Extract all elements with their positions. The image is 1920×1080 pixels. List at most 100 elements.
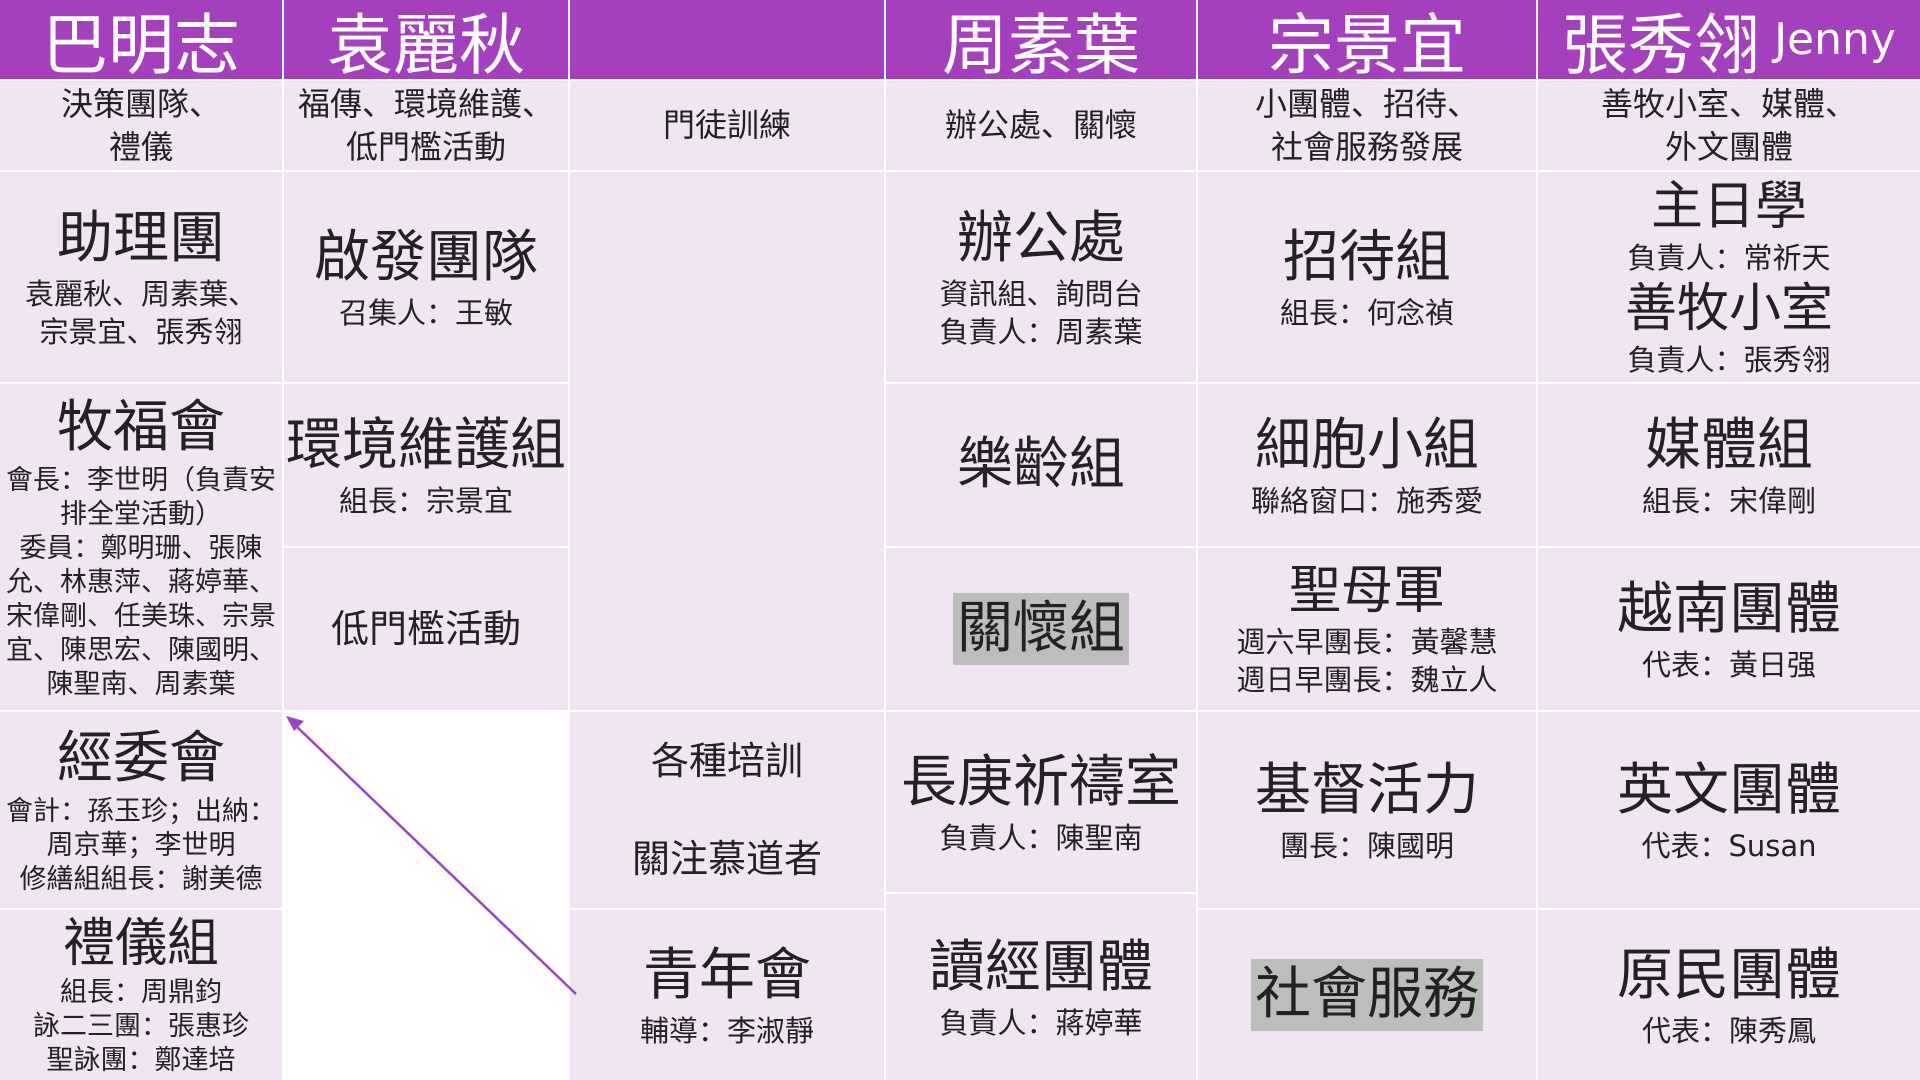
- responsibility-c1: 決策團隊、 禮儀: [0, 81, 282, 170]
- group-low-threshold: 低門檻活動: [284, 548, 568, 710]
- group-office: 辦公處 資訊組、詢問台 負責人：周素葉: [886, 172, 1196, 382]
- group-title: 環境維護組: [286, 413, 566, 478]
- responsibility-line: 辦公處、關懷: [944, 106, 1137, 144]
- group-detail: 組長：周鼎鈞: [60, 977, 222, 1008]
- responsibility-line: 決策團隊、: [60, 84, 221, 123]
- header-label: 張秀翎: [1562, 6, 1761, 80]
- group-title: 社會服務: [1251, 959, 1483, 1031]
- group-sunday-school-and-good-shepherd: 主日學 負責人：常祈天 善牧小室 負責人：張秀翎: [1538, 172, 1920, 382]
- group-prayer-room: 長庚祈禱室 負責人：陳聖南: [886, 712, 1196, 892]
- group-indigenous: 原民團體 代表：陳秀鳳: [1538, 910, 1920, 1080]
- group-assistant-team: 助理團 袁麗秋、周素葉、 宗景宜、張秀翎: [0, 172, 282, 382]
- group-detail: 代表：陳秀鳳: [1641, 1014, 1816, 1048]
- group-detail: 負責人：陳聖南: [939, 821, 1143, 855]
- group-detail: 詠二三團：張惠珍: [33, 1011, 249, 1042]
- responsibility-line: 福傳、環境維護、: [297, 84, 554, 123]
- group-title: 低門檻活動: [330, 607, 521, 651]
- group-title: 基督活力: [1255, 758, 1479, 823]
- responsibility-line: 社會服務發展: [1270, 127, 1463, 166]
- responsibility-c3: 門徒訓練: [570, 81, 884, 170]
- group-detail: 資訊組、詢問台: [939, 277, 1143, 311]
- group-detail: 團長：陳國明: [1279, 829, 1454, 863]
- arrow-line: [295, 725, 577, 995]
- group-detail: 宗景宜、張秀翎: [39, 315, 243, 349]
- group-detail: 組長：何念禎: [1279, 296, 1454, 330]
- group-title: 長庚祈禱室: [901, 750, 1181, 815]
- group-detail: 聯絡窗口：施秀愛: [1250, 484, 1483, 518]
- group-inspire-team: 啟發團隊 召集人：王敏: [284, 172, 568, 382]
- group-detail: 修繕組組長：謝美德: [19, 864, 263, 895]
- header-zong-jingyi: 宗景宜: [1198, 0, 1536, 79]
- group-detail: 關注慕道者: [631, 837, 822, 881]
- group-liturgy: 禮儀組 組長：周鼎鈞 詠二三團：張惠珍 聖詠團：鄭達培: [0, 910, 282, 1080]
- arrow-head: [286, 716, 304, 731]
- group-care: 關懷組: [886, 548, 1196, 710]
- group-title: 辦公處: [957, 206, 1125, 271]
- header-ba-mingzhi: 巴明志: [0, 0, 282, 79]
- group-title: 善牧小室: [1624, 279, 1833, 339]
- group-christian-life: 基督活力 團長：陳國明: [1198, 712, 1536, 908]
- group-legion-of-mary: 聖母軍 週六早團長：黃馨慧 週日早團長：魏立人: [1198, 548, 1536, 710]
- responsibility-line: 禮儀: [108, 127, 173, 166]
- responsibility-line: 善牧小室、媒體、: [1600, 84, 1857, 123]
- group-detail: 週六早團長：黃馨慧: [1236, 625, 1498, 659]
- group-title: 主日學: [1650, 177, 1807, 237]
- group-vietnamese: 越南團體 代表：黃日强: [1538, 548, 1920, 710]
- header-label: 周素葉: [942, 6, 1140, 80]
- group-detail: 會長：李世明（負責安排全堂活動）: [6, 465, 276, 530]
- group-detail: 代表：Susan: [1641, 829, 1817, 863]
- group-elderly: 樂齡組: [886, 384, 1196, 546]
- group-title: 經委會: [57, 726, 225, 791]
- group-reception: 招待組 組長：何念禎: [1198, 172, 1536, 382]
- group-detail: 各種培訓: [650, 739, 803, 783]
- group-english: 英文團體 代表：Susan: [1538, 712, 1920, 908]
- group-title: 啟發團隊: [314, 225, 538, 290]
- group-finance-committee: 經委會 會計：孫玉珍；出納： 周京華；李世明 修繕組組長：謝美德: [0, 712, 282, 908]
- group-title: 越南團體: [1617, 577, 1841, 642]
- group-detail: 代表：黃日强: [1641, 648, 1816, 682]
- responsibility-c6: 善牧小室、媒體、 外文團體: [1538, 81, 1920, 170]
- empty-cell: [570, 172, 884, 710]
- group-detail: 袁麗秋、周素葉、: [24, 277, 257, 311]
- group-title: 助理團: [57, 206, 225, 271]
- group-title: 讀經團體: [929, 935, 1153, 1000]
- group-detail: 負責人：常祈天: [1627, 241, 1831, 275]
- responsibility-line: 門徒訓練: [662, 106, 791, 144]
- header-yuan-liqiu: 袁麗秋: [284, 0, 568, 79]
- group-bible-study: 讀經團體 負責人：蔣婷華: [886, 894, 1196, 1080]
- group-title: 聖母軍: [1288, 561, 1445, 621]
- group-title: 媒體組: [1645, 413, 1813, 478]
- group-detail: 週日早團長：魏立人: [1236, 663, 1498, 697]
- group-detail: 召集人：王敏: [338, 296, 513, 330]
- responsibility-c4: 辦公處、關懷: [886, 81, 1196, 170]
- group-pastoral-council: 牧福會 會長：李世明（負責安排全堂活動） 委員：鄭明珊、張陳允、林惠萍、蔣婷華、…: [0, 384, 282, 710]
- group-title: 招待組: [1283, 225, 1451, 290]
- group-environment: 環境維護組 組長：宗景宜: [284, 384, 568, 546]
- responsibility-line: 外文團體: [1664, 127, 1793, 166]
- group-cell-group: 細胞小組 聯絡窗口：施秀愛: [1198, 384, 1536, 546]
- header-label: 袁麗秋: [327, 6, 525, 80]
- group-title: 細胞小組: [1255, 413, 1479, 478]
- responsibility-line: 小團體、招待、: [1254, 84, 1479, 123]
- group-training: 各種培訓 關注慕道者: [570, 712, 884, 908]
- responsibility-line: 低門檻活動: [345, 127, 506, 166]
- group-title: 英文團體: [1617, 758, 1841, 823]
- group-detail: 組長：宋偉剛: [1641, 484, 1816, 518]
- group-title: 原民團體: [1617, 943, 1841, 1008]
- group-detail: 負責人：張秀翎: [1627, 343, 1831, 377]
- group-detail: 聖詠團：鄭達培: [46, 1045, 236, 1076]
- header-empty: [570, 0, 884, 79]
- group-detail: 委員：鄭明珊、張陳允、林惠萍、蔣婷華、宋偉剛、任美珠、宗景宜、陳思宏、陳國明、陳…: [6, 533, 276, 700]
- group-detail: 周京華；李世明: [46, 830, 236, 861]
- responsibility-c5: 小團體、招待、 社會服務發展: [1198, 81, 1536, 170]
- group-youth: 青年會 輔導：李淑靜: [570, 910, 884, 1080]
- group-title: 禮儀組: [62, 914, 219, 974]
- header-latin-name: Jenny: [1774, 14, 1896, 65]
- group-title: 牧福會: [57, 395, 225, 460]
- header-label: 巴明志: [42, 6, 240, 80]
- header-zhou-suye: 周素葉: [886, 0, 1196, 79]
- group-detail: 負責人：周素葉: [939, 315, 1143, 349]
- responsibility-c2: 福傳、環境維護、 低門檻活動: [284, 81, 568, 170]
- group-title: 青年會: [643, 943, 811, 1008]
- group-detail: 組長：宗景宜: [338, 484, 513, 518]
